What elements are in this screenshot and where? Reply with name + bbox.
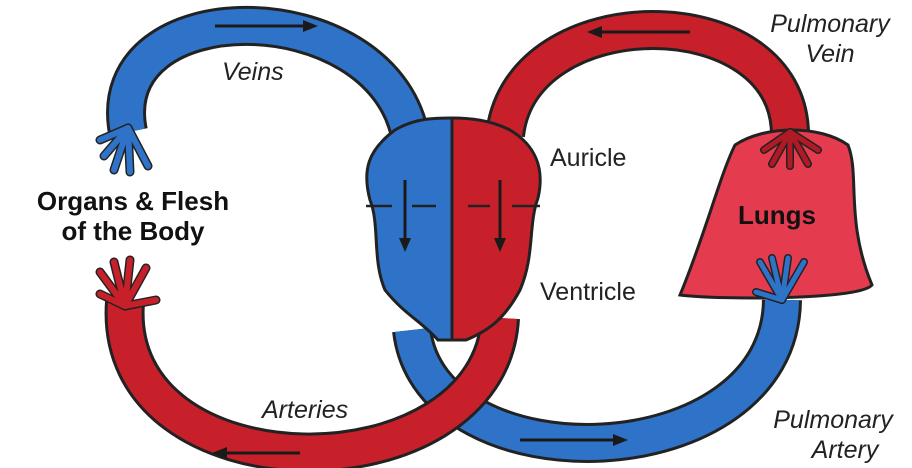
pulmonary-artery-label-line2: Artery — [810, 436, 880, 464]
heart-right-half — [452, 118, 540, 340]
heart — [366, 118, 540, 340]
veins-label: Veins — [222, 58, 284, 86]
lungs-label: Lungs — [738, 200, 816, 230]
auricle-label: Auricle — [550, 144, 626, 172]
ventricle-label: Ventricle — [540, 278, 636, 306]
pulmonary-vein-vessel — [505, 30, 790, 135]
pulmonary-vein-label-line1: Pulmonary — [770, 10, 891, 38]
pulmonary-vein-label-line2: Vein — [805, 40, 854, 68]
body-capillaries-blue — [100, 128, 148, 172]
heart-left-half — [367, 118, 452, 340]
organs-label-line2: of the Body — [62, 216, 206, 246]
organs-label-line1: Organs & Flesh — [37, 186, 229, 216]
arteries-label: Arteries — [260, 396, 348, 424]
pulmonary-artery-label-line1: Pulmonary — [773, 406, 894, 434]
body-capillaries-red — [100, 260, 156, 306]
